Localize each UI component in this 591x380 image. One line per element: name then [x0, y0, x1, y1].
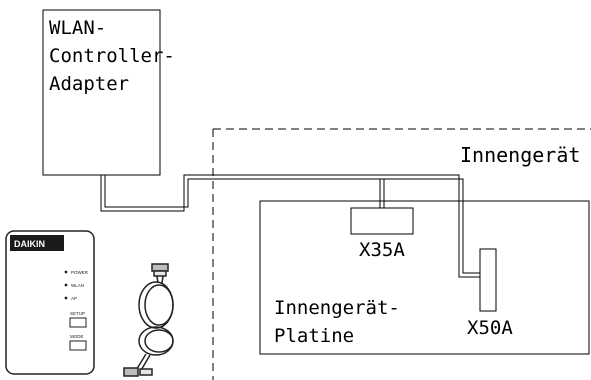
adapter-label-line-1: WLAN-	[49, 17, 106, 39]
svg-text:POWER: POWER	[71, 270, 89, 275]
indoor-board-box	[259, 200, 590, 355]
wlan-adapter-box	[42, 9, 161, 176]
device-indicator-ap: AP	[64, 296, 77, 301]
connector-x35a	[350, 207, 414, 235]
device-setup-button: SETUP	[69, 311, 87, 328]
board-label-line-2: Platine	[274, 325, 354, 347]
device-mode-button: MODE	[69, 334, 87, 351]
cable	[100, 174, 480, 278]
adapter-label-line-3: Adapter	[49, 73, 129, 95]
indoor-unit-label: Innengerät	[460, 143, 580, 167]
svg-text:AP: AP	[71, 296, 77, 301]
device-indicator-wlan: WLAN	[64, 283, 84, 288]
board-label-line-1: Innengerät-	[274, 297, 400, 319]
connector-x35a-label: X35A	[359, 239, 405, 261]
brand-plate	[10, 235, 64, 251]
adapter-label-line-2: Controller-	[49, 45, 175, 67]
cable-coil-photo	[123, 263, 174, 377]
connector-x50a-label: X50A	[467, 317, 513, 339]
adapter-device-photo: DAIKIN POWER WLAN AP SETUP MODE	[5, 230, 95, 375]
connector-x50a	[479, 248, 497, 312]
brand-logo: DAIKIN	[14, 239, 45, 249]
indoor-unit-boundary	[212, 128, 591, 380]
svg-text:WLAN: WLAN	[71, 283, 84, 288]
svg-text:MODE: MODE	[70, 334, 84, 339]
svg-text:SETUP: SETUP	[70, 311, 85, 316]
device-indicator-power: POWER	[64, 270, 89, 275]
